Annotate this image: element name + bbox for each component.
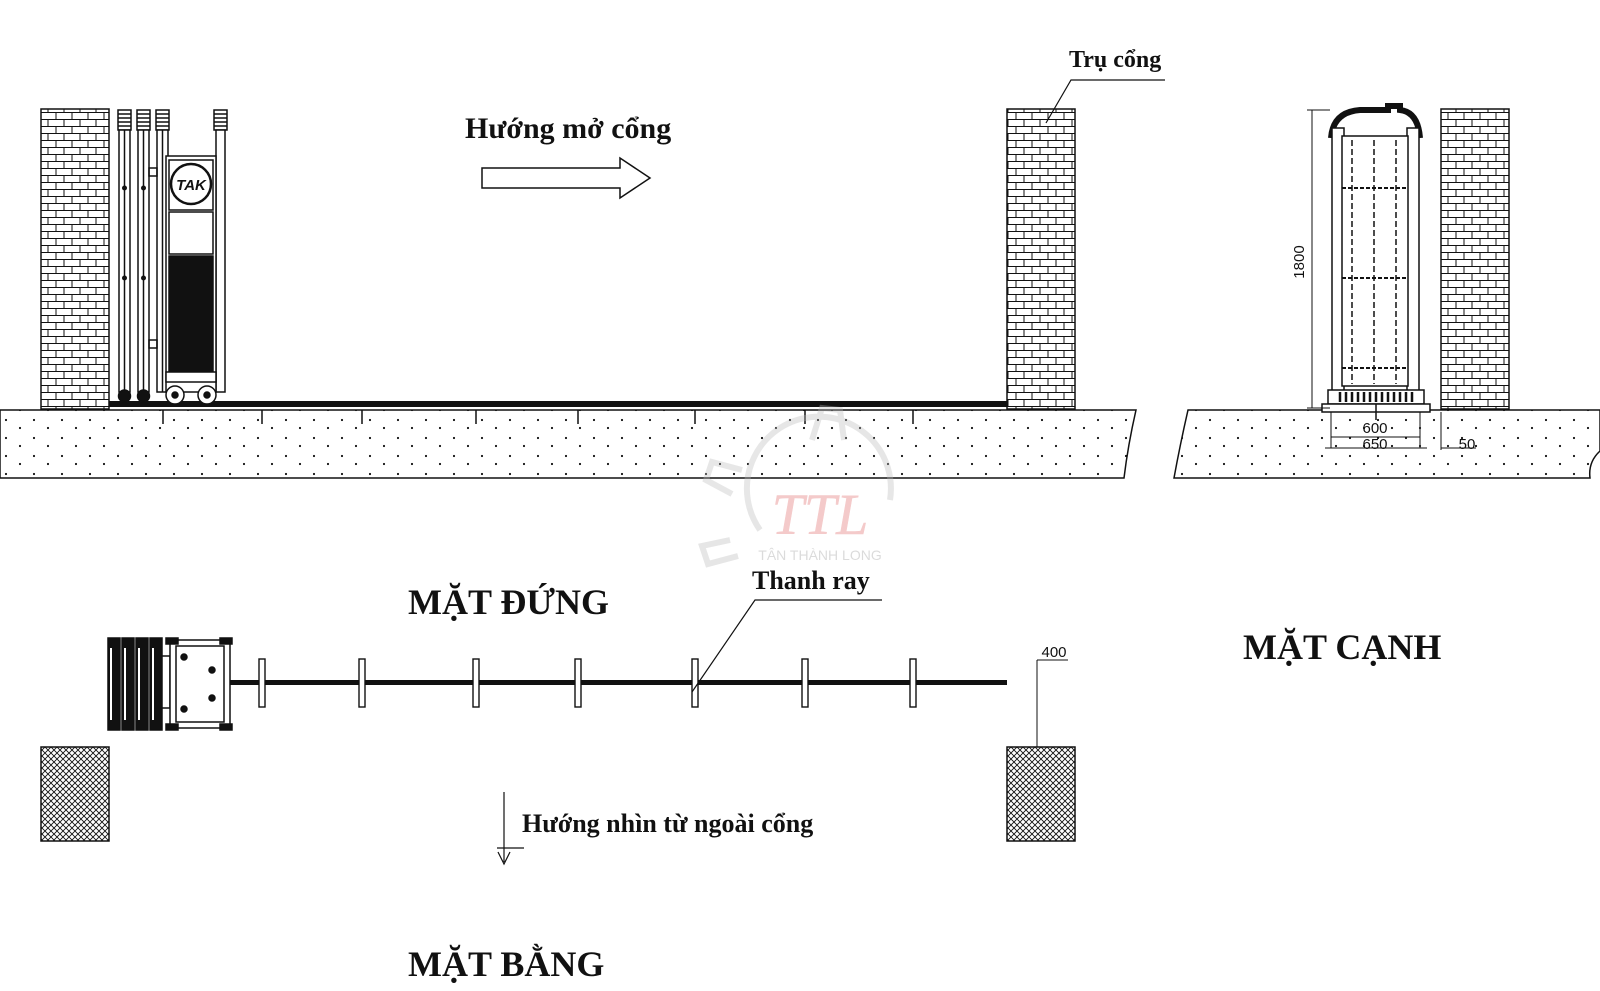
pillar-side — [1440, 108, 1510, 410]
plan-view: 400 Thanh ray Hướng nhìn từ ngoài cổng M… — [40, 566, 1076, 984]
height-dimension-value: 1800 — [1291, 245, 1308, 278]
side-title: MẶT CẠNH — [1243, 627, 1441, 667]
gate-post — [117, 109, 132, 403]
elevation-title: MẶT ĐỨNG — [408, 582, 609, 622]
offset-value: 50 — [1459, 436, 1476, 453]
pillar-plan-left — [40, 746, 110, 842]
pillar-right — [1006, 108, 1076, 410]
watermark-logo: TTL TÂN THÀNH LONG — [698, 404, 894, 568]
rail-leader-line — [691, 599, 882, 693]
pillar-plan-right — [1006, 746, 1076, 842]
rail-plan-anchors — [258, 658, 917, 708]
view-direction-label: Hướng nhìn từ ngoài cổng — [522, 809, 813, 838]
ground-left — [0, 409, 1137, 479]
gear-icon — [698, 404, 894, 568]
pillar-label: Trụ cổng — [1069, 47, 1161, 73]
gate-side-profile — [1321, 103, 1431, 420]
rail-anchors — [162, 410, 914, 424]
rail-elevation — [109, 401, 1007, 407]
width-dimensions — [1325, 412, 1476, 450]
rail-gap-dimension — [1036, 659, 1068, 747]
rail-label: Thanh ray — [752, 566, 870, 595]
side-view: 1800 600 650 50 MẶT CẠNH — [1173, 103, 1600, 667]
ground-right — [1173, 409, 1600, 479]
pillar-leader-line — [1045, 79, 1165, 124]
gate-post — [155, 109, 170, 393]
gate-post — [136, 109, 151, 403]
height-dimension — [1307, 109, 1330, 409]
inner-width-value: 600 — [1362, 420, 1387, 437]
open-direction-label: Hướng mở cổng — [465, 112, 671, 145]
rail-gap-value: 400 — [1041, 644, 1066, 661]
watermark-company: TÂN THÀNH LONG — [758, 547, 881, 563]
watermark-monogram: TTL — [772, 482, 869, 547]
folded-gate-plan — [107, 637, 233, 731]
pillar-left — [40, 108, 110, 410]
folded-gate — [117, 109, 228, 405]
brand-badge-icon — [169, 162, 213, 206]
plan-title: MẶT BẰNG — [408, 944, 604, 984]
elevation-view: TAK Hướng mở cổng Trụ cổng MẶT ĐỨNG — [0, 47, 1165, 622]
brand-badge: TAK — [176, 177, 207, 194]
outer-width-value: 650 — [1362, 436, 1387, 453]
rail-plan — [230, 680, 1007, 685]
open-direction-arrow-icon — [481, 156, 652, 200]
view-direction-arrow-icon — [497, 792, 524, 866]
